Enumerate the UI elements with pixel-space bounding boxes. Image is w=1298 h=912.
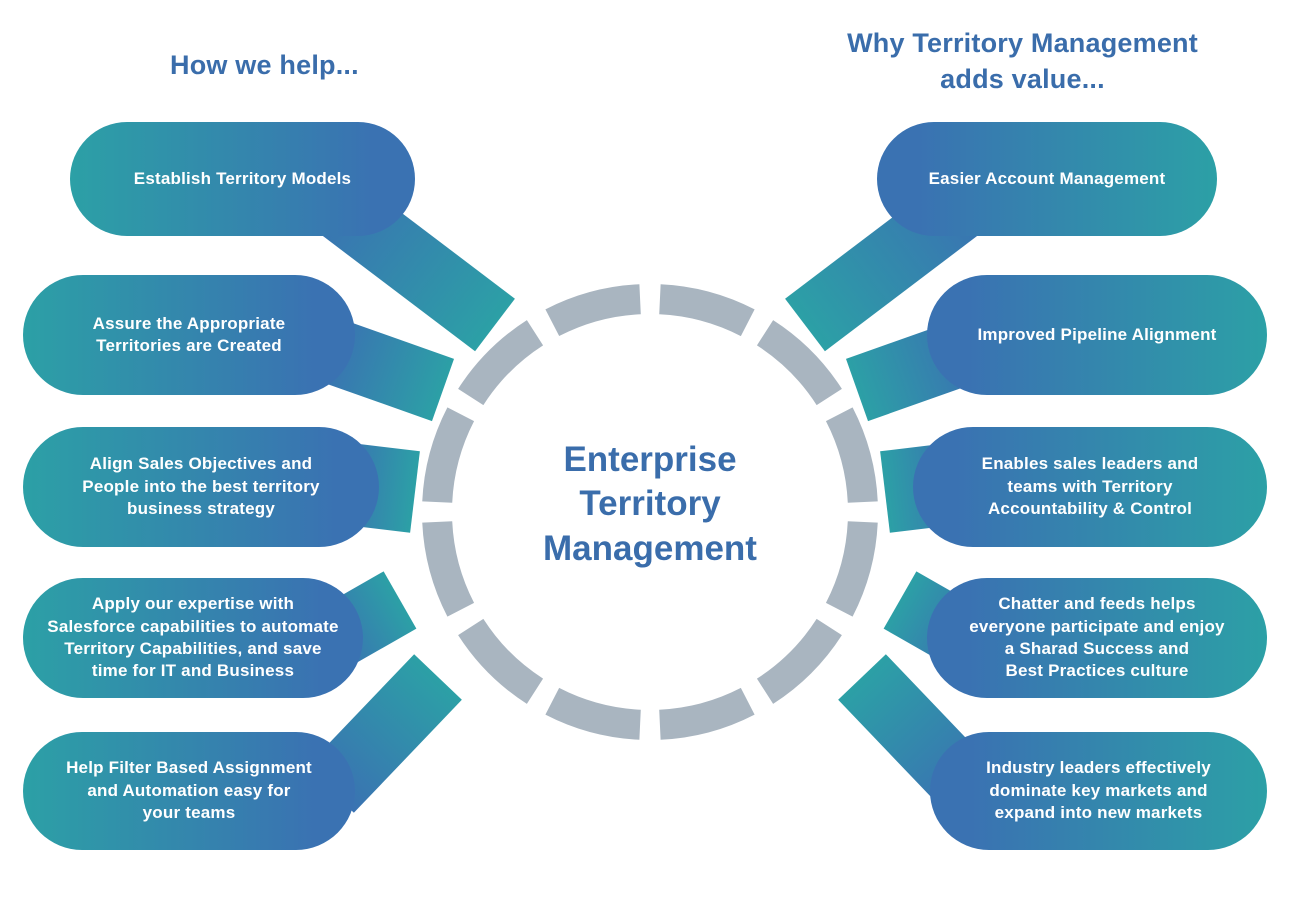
pill-left-apply-expertise: Apply our expertise with Salesforce capa… bbox=[23, 578, 363, 698]
pill-label: Chatter and feeds helps everyone partici… bbox=[969, 594, 1225, 681]
pill-label: Enables sales leaders and teams with Ter… bbox=[981, 454, 1199, 519]
pill-left-establish-territory-models: Establish Territory Models bbox=[70, 122, 415, 236]
pill-right-easier-account-management: Easier Account Management bbox=[877, 122, 1217, 236]
center-title: Enterprise Territory Management bbox=[543, 440, 757, 568]
right-column-header: Why Territory Management adds value... bbox=[847, 28, 1198, 94]
pill-left-assure-territories: Assure the Appropriate Territories are C… bbox=[23, 275, 355, 395]
pill-right-chatter-and-feeds: Chatter and feeds helps everyone partici… bbox=[927, 578, 1267, 698]
pill-label: Help Filter Based Assignment and Automat… bbox=[66, 758, 312, 823]
pill-right-industry-leaders: Industry leaders effectively dominate ke… bbox=[930, 732, 1267, 850]
pill-label: Establish Territory Models bbox=[133, 168, 352, 188]
pill-label: Industry leaders effectively dominate ke… bbox=[986, 758, 1211, 823]
pill-label: Easier Account Management bbox=[928, 168, 1166, 188]
pill-right-enables-sales-leaders: Enables sales leaders and teams with Ter… bbox=[913, 427, 1267, 547]
pill-label: Assure the Appropriate Territories are C… bbox=[92, 313, 286, 355]
pill-left-align-sales-objectives: Align Sales Objectives and People into t… bbox=[23, 427, 379, 547]
pill-label: Align Sales Objectives and People into t… bbox=[82, 454, 320, 519]
left-column-header: How we help... bbox=[170, 50, 359, 80]
pill-right-improved-pipeline-alignment: Improved Pipeline Alignment bbox=[927, 275, 1267, 395]
pill-label: Improved Pipeline Alignment bbox=[977, 324, 1217, 344]
pill-left-filter-based-assignment: Help Filter Based Assignment and Automat… bbox=[23, 732, 355, 850]
pill-label: Apply our expertise with Salesforce capa… bbox=[47, 594, 339, 681]
